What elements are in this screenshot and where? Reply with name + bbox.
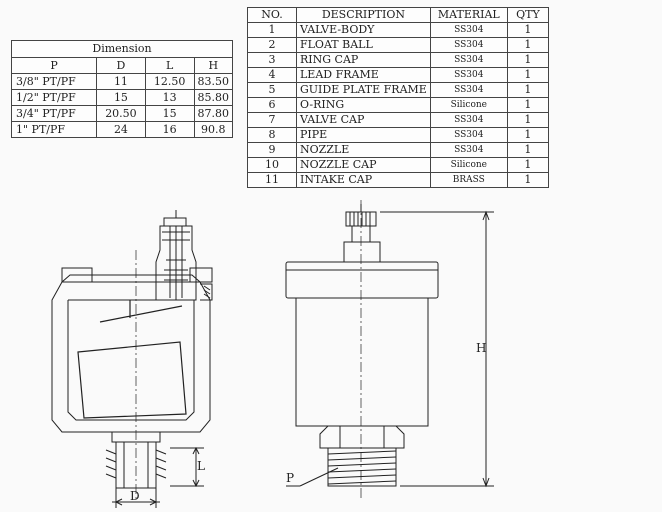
dimension-cell-h: 83.50 (193, 73, 233, 90)
dimension-l-marker (170, 446, 204, 488)
section-body-outline (51, 274, 211, 433)
section-rim-right (189, 267, 213, 283)
dimension-p-label: P (286, 471, 294, 485)
parts-cell-description: PIPE (296, 127, 431, 143)
parts-cell-description: NOZZLE CAP (296, 157, 431, 173)
section-thread-right (200, 283, 213, 301)
dimension-row: 3/4" PT/PF 20.50 15 87.80 (10, 105, 233, 122)
exterior-ring-cap (285, 261, 439, 299)
dimension-h-label: H (476, 341, 486, 355)
exterior-bottom-hex (319, 425, 405, 449)
parts-cell-qty: 1 (506, 172, 550, 188)
section-float (77, 341, 187, 419)
dimension-header-h: H (193, 57, 233, 74)
dimension-cell-d: 24 (96, 121, 146, 138)
exterior-view: H P (285, 200, 494, 500)
parts-cell-description: INTAKE CAP (296, 172, 431, 188)
dimension-h-marker (380, 210, 494, 488)
exterior-valve-body (295, 297, 429, 427)
section-nozzle (155, 210, 197, 301)
dimension-p-marker (286, 467, 339, 487)
dimension-table: Dimension P D L H 3/8" PT/PF 11 12.50 83… (10, 40, 233, 138)
parts-header-no: NO. (247, 7, 297, 23)
dimension-cell-size: 1" PT/PF (10, 121, 98, 138)
dimension-d-label: D (130, 489, 140, 503)
dimension-d-marker (112, 488, 160, 508)
parts-cell-material: BRASS (429, 172, 508, 188)
section-lever (99, 300, 183, 323)
dimension-cell-l: 12.50 (144, 73, 195, 90)
parts-cell-no: 3 (247, 52, 297, 68)
dimension-l-label: L (197, 459, 205, 473)
parts-cell-description: O-RING (296, 97, 431, 113)
parts-cell-description: FLOAT BALL (296, 37, 431, 53)
cross-section-view: L D (51, 210, 213, 508)
exterior-nozzle-neck (343, 241, 381, 263)
dimension-cell-h: 85.80 (193, 89, 233, 106)
dimension-cell-l: 13 (144, 89, 195, 106)
parts-header-row: NO. DESCRIPTION MATERIAL QTY (247, 7, 550, 23)
dimension-header-row: P D L H (10, 57, 233, 74)
parts-cell-description: NOZZLE (296, 142, 431, 158)
section-pipe (105, 431, 167, 489)
dimension-cell-size: 1/2" PT/PF (10, 89, 98, 106)
parts-cell-description: RING CAP (296, 52, 431, 68)
dimension-cell-l: 16 (144, 121, 195, 138)
dimension-cell-h: 90.8 (193, 121, 233, 138)
parts-cell-no: 11 (247, 172, 297, 188)
parts-cell-no: 10 (247, 157, 297, 173)
section-inner-wall (67, 300, 195, 421)
section-rim-left (61, 267, 93, 283)
dimension-row: 1/2" PT/PF 15 13 85.80 (10, 89, 233, 106)
exterior-thread (327, 447, 397, 487)
dimension-row: 1" PT/PF 24 16 90.8 (10, 121, 233, 138)
